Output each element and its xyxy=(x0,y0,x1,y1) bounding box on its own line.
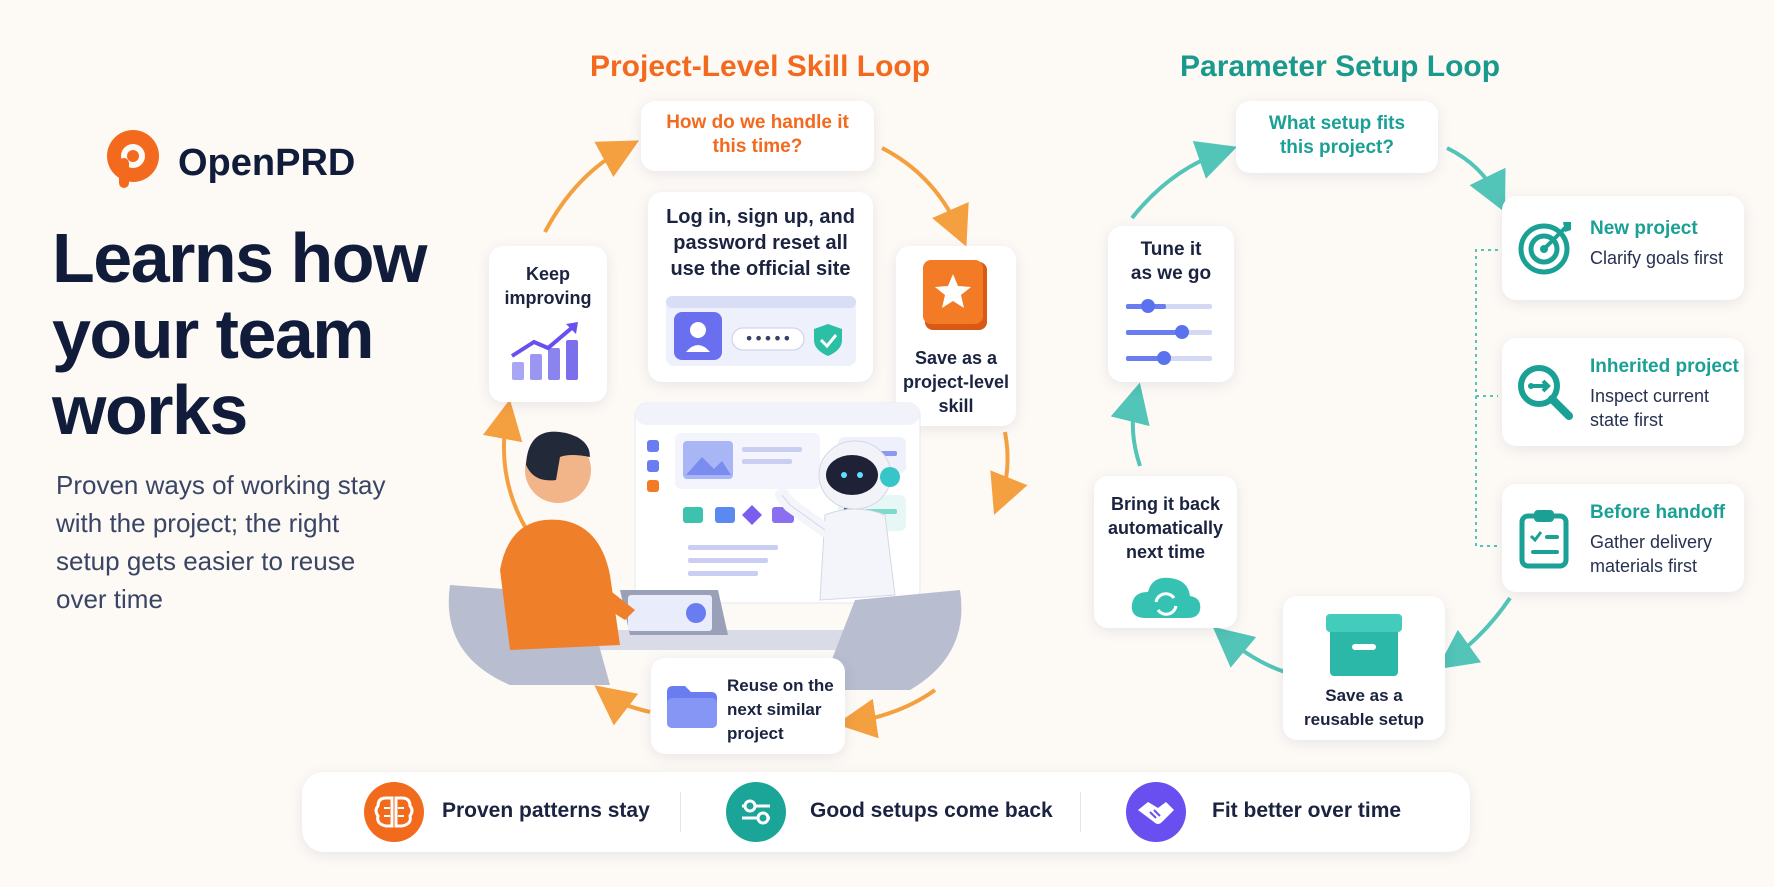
case-sub-line: Clarify goals first xyxy=(1590,248,1724,268)
card-line: Reuse on the xyxy=(727,676,834,695)
skill-example-card: Log in, sign up, and password reset all … xyxy=(648,192,873,382)
card-line: next similar xyxy=(727,700,822,719)
card-line: Log in, sign up, and xyxy=(666,206,855,228)
footer-divider xyxy=(1080,792,1081,832)
case-sub: Inspect current state first xyxy=(1590,384,1709,432)
openprd-logo-icon xyxy=(107,130,159,188)
card-line: Save as a xyxy=(1325,686,1403,705)
case-before-handoff: Before handoff Gather delivery materials… xyxy=(1502,484,1744,592)
login-illustration-icon: ••••• xyxy=(666,296,856,366)
case-sub-line: Gather delivery xyxy=(1590,532,1713,552)
brain-icon xyxy=(364,782,424,842)
cloud-sync-icon xyxy=(1131,577,1201,618)
storage-box-icon xyxy=(1326,614,1402,676)
skill-loop-title: Project-Level Skill Loop xyxy=(590,50,931,83)
card-line: reusable setup xyxy=(1304,710,1424,729)
magnifier-icon xyxy=(1518,365,1573,420)
card-line: Keep xyxy=(525,264,570,284)
sliders-icon xyxy=(1126,299,1212,365)
card-line: use the official site xyxy=(670,258,851,280)
card-line: Save as a xyxy=(914,348,998,368)
hero-subtitle: Proven ways of working stay with the pro… xyxy=(56,466,385,618)
hero-subtitle-line: with the project; the right xyxy=(56,508,340,538)
reuse-card: Reuse on the next similar project xyxy=(651,658,845,754)
case-sub: Gather delivery materials first xyxy=(1590,530,1712,578)
svg-text:•••••: ••••• xyxy=(744,329,791,348)
bring-back-card: Bring it back automatically next time xyxy=(1094,476,1237,628)
card-line: project-level xyxy=(902,372,1010,392)
tune-card: Tune it as we go xyxy=(1108,226,1234,382)
card-line: Tune it xyxy=(1140,239,1202,260)
footer-divider xyxy=(680,792,681,832)
card-line: as we go xyxy=(1130,263,1212,284)
save-setup-card: Save as a reusable setup xyxy=(1283,596,1445,740)
sliders-icon xyxy=(726,782,786,842)
hero-subtitle-line: Proven ways of working stay xyxy=(56,470,386,500)
team-with-robot-illustration xyxy=(448,402,962,690)
skill-question-card: How do we handle it this time? xyxy=(641,101,874,171)
hero-title-line: Learns how xyxy=(52,219,427,297)
target-icon xyxy=(1518,222,1571,275)
case-sub-line: Inspect current xyxy=(1590,386,1710,406)
case-new-project: New project Clarify goals first xyxy=(1502,196,1744,300)
card-line: improving xyxy=(504,288,592,308)
case-sub: Clarify goals first xyxy=(1590,246,1723,270)
clipboard-icon xyxy=(1519,510,1569,569)
case-title: New project xyxy=(1590,218,1698,239)
case-inherited-project: Inherited project Inspect current state … xyxy=(1502,338,1744,446)
card-line: next time xyxy=(1125,542,1206,562)
handshake-icon xyxy=(1126,782,1186,842)
case-sub-line: materials first xyxy=(1590,556,1698,576)
footer-label: Good setups come back xyxy=(810,799,1053,822)
brand-name: OpenPRD xyxy=(178,142,356,184)
skill-book-icon xyxy=(923,260,987,330)
card-line: project xyxy=(727,724,784,743)
keep-improving-card: Keep improving xyxy=(489,246,607,402)
hero-subtitle-line: over time xyxy=(56,584,163,614)
hero-subtitle-line: setup gets easier to reuse xyxy=(56,546,356,576)
case-title: Inherited project xyxy=(1590,356,1739,377)
card-line: password reset all xyxy=(673,232,848,254)
footer-bar: Proven patterns stay Good setups come ba… xyxy=(302,772,1470,852)
hero-title-line: your team xyxy=(52,295,375,373)
param-loop-title: Parameter Setup Loop xyxy=(1180,50,1501,83)
card-line: Bring it back xyxy=(1110,494,1221,514)
footer-label: Proven patterns stay xyxy=(442,799,650,822)
card-line: this time? xyxy=(712,136,803,157)
hero-title-line: works xyxy=(52,371,248,449)
hero-title: Learns how your team works xyxy=(52,219,427,449)
folder-icon xyxy=(667,686,717,728)
case-sub-line: state first xyxy=(1590,410,1664,430)
card-line: What setup fits xyxy=(1268,113,1406,134)
card-line: skill xyxy=(938,396,974,416)
footer-label: Fit better over time xyxy=(1212,799,1402,822)
card-line: automatically xyxy=(1107,518,1224,538)
card-line: this project? xyxy=(1279,137,1394,158)
card-line: How do we handle it xyxy=(666,112,849,133)
param-question-card: What setup fits this project? xyxy=(1236,101,1438,173)
save-skill-card: Save as a project-level skill xyxy=(896,246,1016,426)
growth-chart-icon xyxy=(510,322,578,380)
case-title: Before handoff xyxy=(1590,502,1726,523)
